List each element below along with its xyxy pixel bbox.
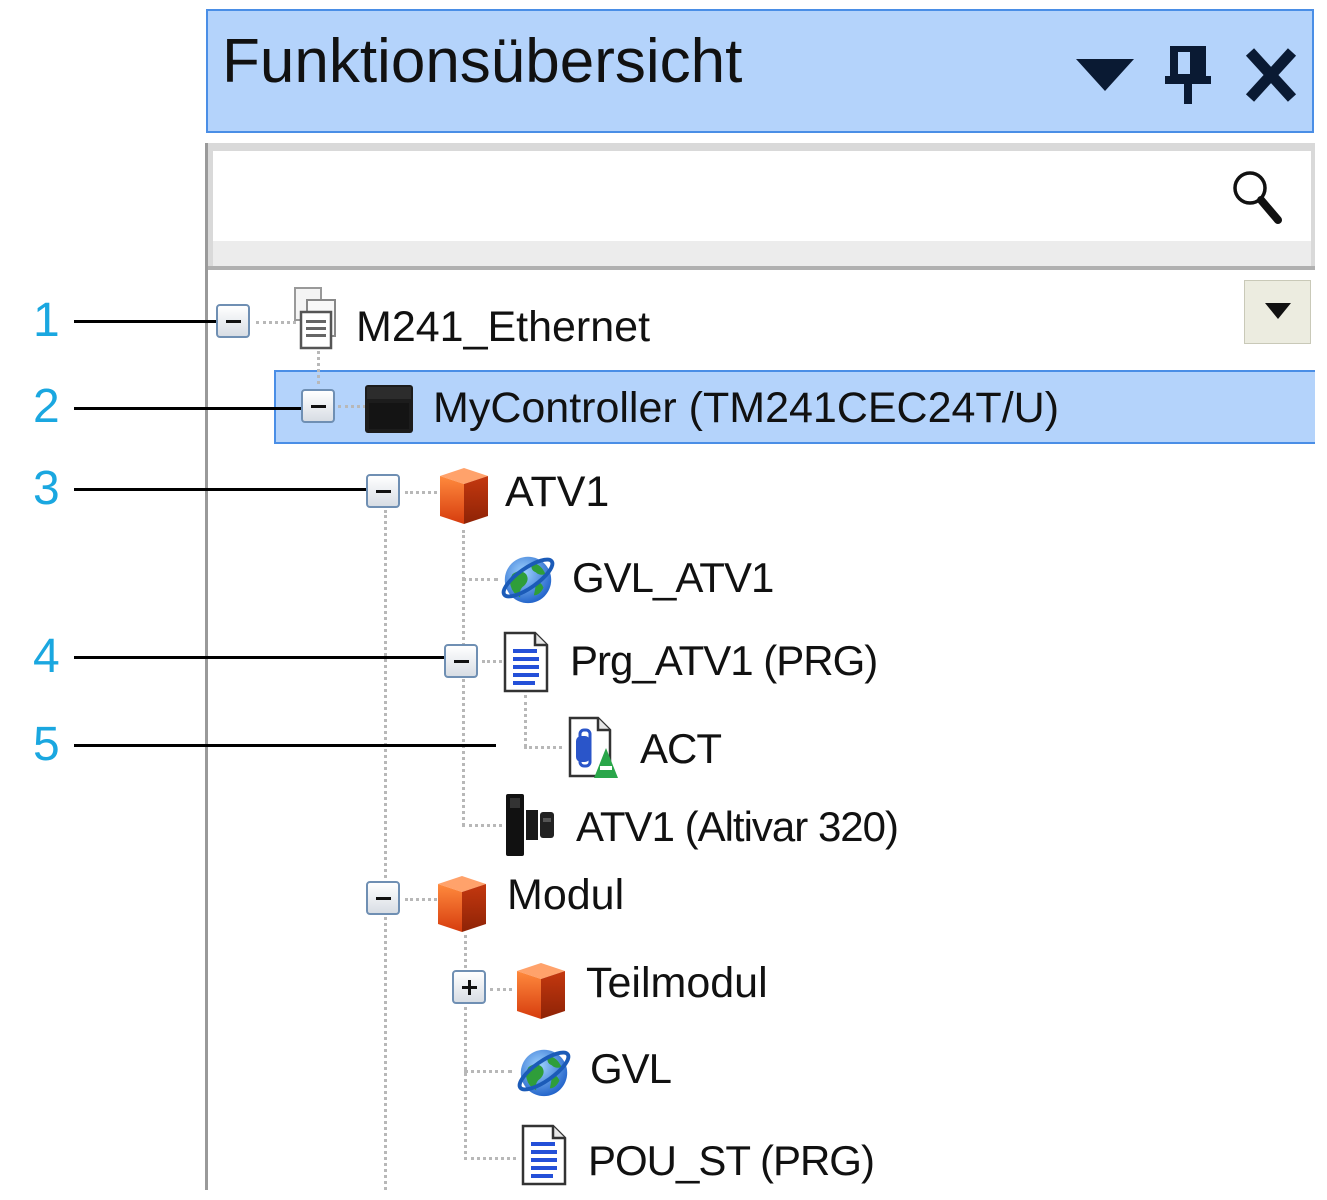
tree-node-label[interactable]: GVL_ATV1: [572, 554, 774, 601]
tree-line: [524, 746, 562, 749]
tree-node-label[interactable]: ATV1: [505, 468, 610, 516]
callout-number: 4: [33, 630, 60, 683]
expand-button[interactable]: [452, 970, 486, 1004]
tree-line: [384, 510, 387, 1190]
pin-icon[interactable]: [1163, 44, 1213, 104]
search-icon[interactable]: [1230, 168, 1284, 226]
search-input[interactable]: [213, 151, 1311, 241]
tree-line: [462, 578, 498, 581]
tree-line: [317, 344, 320, 384]
tree-line: [338, 405, 366, 408]
globe-icon: [499, 547, 557, 609]
drive-icon: [500, 790, 560, 862]
callout-number: 3: [33, 462, 60, 515]
tree-node-label[interactable]: ATV1 (Altivar 320): [576, 803, 899, 850]
tree-line: [256, 321, 296, 324]
callout-number: 1: [33, 294, 60, 347]
document-icon: [519, 1122, 569, 1188]
controller-icon: [363, 381, 415, 435]
tree-line: [405, 491, 437, 494]
document-icon: [501, 629, 551, 695]
tree-line: [464, 1157, 516, 1160]
action-icon: [564, 714, 626, 780]
tree-node-label[interactable]: POU_ST (PRG): [588, 1137, 875, 1184]
search-shadow: [213, 241, 1311, 267]
callout-line: [74, 656, 444, 659]
tree-line: [482, 660, 502, 663]
collapse-button[interactable]: [366, 881, 400, 915]
tree-node-label[interactable]: MyController (TM241CEC24T/U): [433, 384, 1060, 432]
tree-node-label[interactable]: Prg_ATV1 (PRG): [570, 637, 878, 684]
tree-line: [464, 1070, 512, 1073]
tree-node-label[interactable]: M241_Ethernet: [356, 303, 651, 351]
tree-line: [462, 824, 502, 827]
tree-line: [405, 898, 437, 901]
dropdown-arrow-icon[interactable]: [1074, 55, 1136, 95]
project-icon: [287, 284, 347, 352]
callout-line: [74, 407, 301, 410]
tree-line: [524, 695, 527, 747]
selected-row-highlight: [274, 370, 1315, 444]
tree-line: [462, 530, 465, 826]
close-icon[interactable]: [1245, 48, 1297, 102]
search-divider: [208, 266, 1315, 270]
panel-title-bar: [206, 9, 1314, 133]
collapse-button[interactable]: [366, 474, 400, 508]
tree-options-dropdown[interactable]: [1244, 280, 1311, 344]
callout-line: [74, 744, 496, 747]
tree-node-label[interactable]: GVL: [590, 1045, 672, 1092]
panel-title: Funktionsübersicht: [222, 27, 743, 96]
module-cube-icon: [434, 870, 490, 936]
collapse-button[interactable]: [444, 644, 478, 678]
tree-line: [490, 988, 512, 991]
tree-line: [464, 935, 467, 1160]
globe-icon: [515, 1040, 573, 1102]
tree-node-label[interactable]: Modul: [507, 871, 625, 919]
tree-node-label[interactable]: ACT: [640, 725, 722, 772]
collapse-button[interactable]: [301, 389, 335, 423]
callout-number: 5: [33, 718, 60, 771]
callout-line: [74, 320, 216, 323]
collapse-button[interactable]: [216, 304, 250, 338]
module-cube-icon: [436, 462, 492, 528]
tree-node-label[interactable]: Teilmodul: [586, 959, 768, 1007]
module-cube-icon: [513, 957, 569, 1023]
panel-left-border: [205, 143, 208, 1190]
callout-line: [74, 488, 366, 491]
callout-number: 2: [33, 380, 60, 433]
